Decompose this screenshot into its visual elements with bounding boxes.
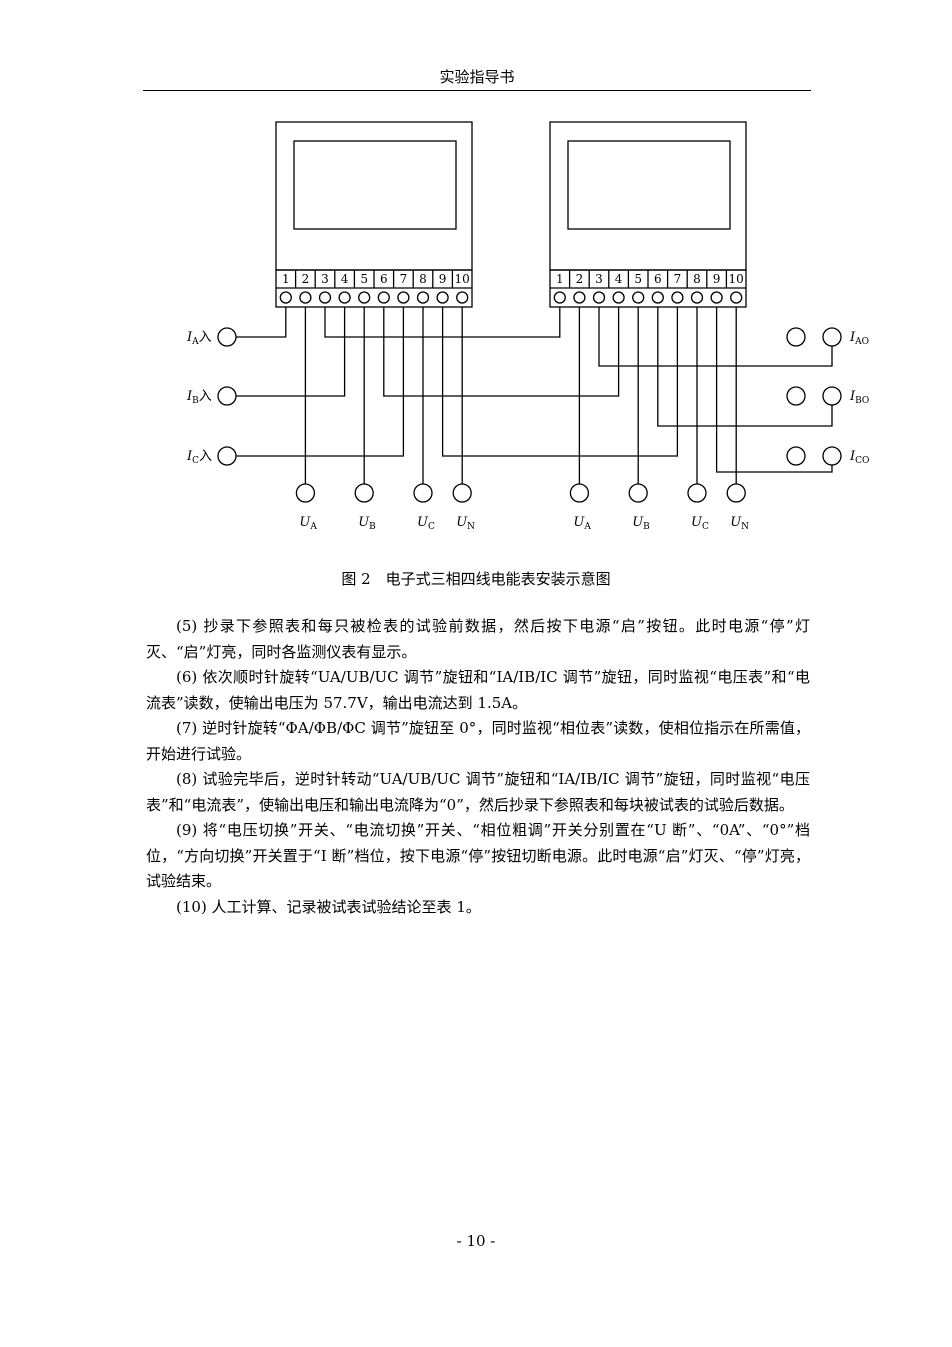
meter-right-terminal-screw bbox=[671, 291, 684, 304]
meter-right-terminal-number: 4 bbox=[615, 272, 623, 286]
meter-left-voltage-terminal bbox=[354, 483, 374, 503]
meter-left-terminal-screw bbox=[456, 291, 469, 304]
meter-right-voltage-label: UB bbox=[632, 515, 650, 532]
wire-ico-out bbox=[715, 307, 833, 473]
meter-right-terminal-screw bbox=[632, 291, 645, 304]
output-label-bo: IBO bbox=[849, 389, 869, 406]
meter-left-terminal-screw bbox=[299, 291, 312, 304]
output-terminal-b-2 bbox=[822, 446, 842, 466]
meter-right-voltage-terminal bbox=[628, 483, 648, 503]
output-terminal-a-2 bbox=[786, 446, 806, 466]
output-terminal-a-0 bbox=[786, 327, 806, 347]
meter-left-terminal-number: 6 bbox=[380, 272, 388, 286]
step-10: (10) 人工计算、记录被试表试验结论至表 1。 bbox=[176, 897, 481, 916]
meter-left-terminal-screw bbox=[436, 291, 449, 304]
meter-right-terminal-number: 5 bbox=[634, 272, 642, 286]
meter-right-terminal-number: 9 bbox=[713, 272, 721, 286]
meter-right-voltage-label: UN bbox=[730, 515, 749, 532]
step-8: (8) 试验完毕后，逆时针转动“UA/UB/UC 调节”旋钮和“IA/IB/IC… bbox=[146, 770, 810, 814]
meter-right-terminal-number: 1 bbox=[556, 272, 564, 286]
meter-right-terminal-number: 8 bbox=[693, 272, 701, 286]
meter-left-terminal-number: 5 bbox=[360, 272, 368, 286]
output-terminal-b-1 bbox=[822, 386, 842, 406]
input-label-a: IA入 bbox=[186, 330, 212, 347]
meter-right-terminal-screw bbox=[573, 291, 586, 304]
wire-ib-in bbox=[236, 307, 346, 397]
meter-left-voltage-terminal bbox=[413, 483, 433, 503]
meter-right-terminal-screw bbox=[592, 291, 606, 304]
meter-right-terminal-number: 7 bbox=[674, 272, 682, 286]
meter-left-terminal-screw bbox=[358, 291, 371, 304]
output-label-ao: IAO bbox=[849, 330, 869, 347]
step-5: (5) 抄录下参照表和每只被检表的试验前数据，然后按下电源“启”按钮。此时电源“… bbox=[146, 617, 810, 661]
meter-right-terminal-screw bbox=[612, 291, 625, 304]
meter-left-voltage-terminal bbox=[452, 483, 472, 503]
figure-caption: 图 2 电子式三相四线电能表安装示意图 bbox=[341, 570, 611, 588]
meter-right-terminal-screw bbox=[690, 291, 704, 304]
step-7: (7) 逆时针旋转“ΦA/ΦB/ΦC 调节”旋钮至 0°，同时监视“相位表”读数… bbox=[146, 719, 810, 763]
meter-right-voltage-terminal bbox=[726, 483, 746, 503]
input-label-b: IB入 bbox=[186, 389, 212, 406]
meter-right-voltage-terminal bbox=[569, 483, 590, 503]
page-number: - 10 - bbox=[456, 1232, 496, 1250]
meter-left-voltage-label: UA bbox=[299, 515, 317, 532]
meter-left-terminal-screw bbox=[338, 291, 351, 304]
meter-left-terminal-screw bbox=[377, 291, 390, 304]
meter-left-terminal-number: 1 bbox=[282, 272, 290, 286]
meter-left-voltage-label: UN bbox=[456, 515, 475, 532]
input-label-c: IC入 bbox=[186, 449, 212, 466]
wire-iao-out bbox=[598, 307, 833, 367]
meter-right-voltage-label: UC bbox=[691, 515, 709, 532]
page-header: 实验指导书 bbox=[439, 68, 515, 86]
output-terminal-b-0 bbox=[822, 327, 842, 347]
wire-ib-link bbox=[383, 307, 620, 397]
meter-left-terminal-number: 9 bbox=[439, 272, 447, 286]
meter-left-terminal-number: 2 bbox=[302, 272, 310, 286]
wire-ibo-out bbox=[657, 307, 833, 427]
meter-right-terminal-screw bbox=[553, 291, 566, 304]
meter-right-terminal-number: 2 bbox=[576, 272, 584, 286]
meter-right-terminal-number: 10 bbox=[729, 272, 744, 286]
output-label-co: ICO bbox=[849, 449, 869, 466]
meter-right-display bbox=[567, 140, 731, 230]
output-terminal-a-1 bbox=[786, 386, 806, 406]
meter-right-voltage-terminal bbox=[687, 483, 707, 503]
input-terminal-b bbox=[217, 386, 237, 406]
meter-right-voltage-label: UA bbox=[573, 515, 591, 532]
meter-right-body bbox=[549, 121, 747, 271]
step-6: (6) 依次顺时针旋转“UA/UB/UC 调节”旋钮和“IA/IB/IC 调节”… bbox=[146, 668, 810, 712]
meter-left-voltage-label: UB bbox=[358, 515, 376, 532]
step-9: (9) 将“电压切换”开关、“电流切换”开关、“相位粗调”开关分别置在“U 断”… bbox=[146, 821, 810, 890]
wire-ic-link bbox=[441, 307, 679, 457]
input-terminal-a bbox=[217, 327, 237, 347]
meter-left-voltage-label: UC bbox=[417, 515, 435, 532]
meter-right-terminal-number: 3 bbox=[595, 272, 603, 286]
meter-left-terminal-screw bbox=[318, 291, 332, 304]
meter-right-terminal-number: 6 bbox=[654, 272, 662, 286]
meter-left-terminal-number: 8 bbox=[419, 272, 427, 286]
meter-right-terminal-screw bbox=[651, 291, 664, 304]
header-rule bbox=[143, 90, 811, 91]
wire-ia-in bbox=[236, 307, 287, 338]
meter-left-terminal-number: 10 bbox=[455, 272, 470, 286]
meter-left-terminal-screw bbox=[279, 291, 292, 304]
meter-left-terminal-number: 3 bbox=[321, 272, 329, 286]
meter-right-terminal-screw bbox=[730, 291, 743, 304]
instruction-body: (5) 抄录下参照表和每只被检表的试验前数据，然后按下电源“启”按钮。此时电源“… bbox=[146, 614, 810, 920]
meter-left-terminal-screw bbox=[416, 291, 430, 304]
meter-left-body bbox=[275, 121, 473, 271]
meter-left-terminal-number: 7 bbox=[400, 272, 408, 286]
meter-left-terminal-number: 4 bbox=[341, 272, 349, 286]
meter-right-terminal-screw bbox=[710, 291, 723, 304]
meter-left-display bbox=[293, 140, 457, 230]
wire-ic-in bbox=[236, 307, 405, 457]
input-terminal-c bbox=[217, 446, 237, 466]
meter-left-terminal-screw bbox=[397, 291, 410, 304]
meter-left-voltage-terminal bbox=[295, 483, 316, 503]
